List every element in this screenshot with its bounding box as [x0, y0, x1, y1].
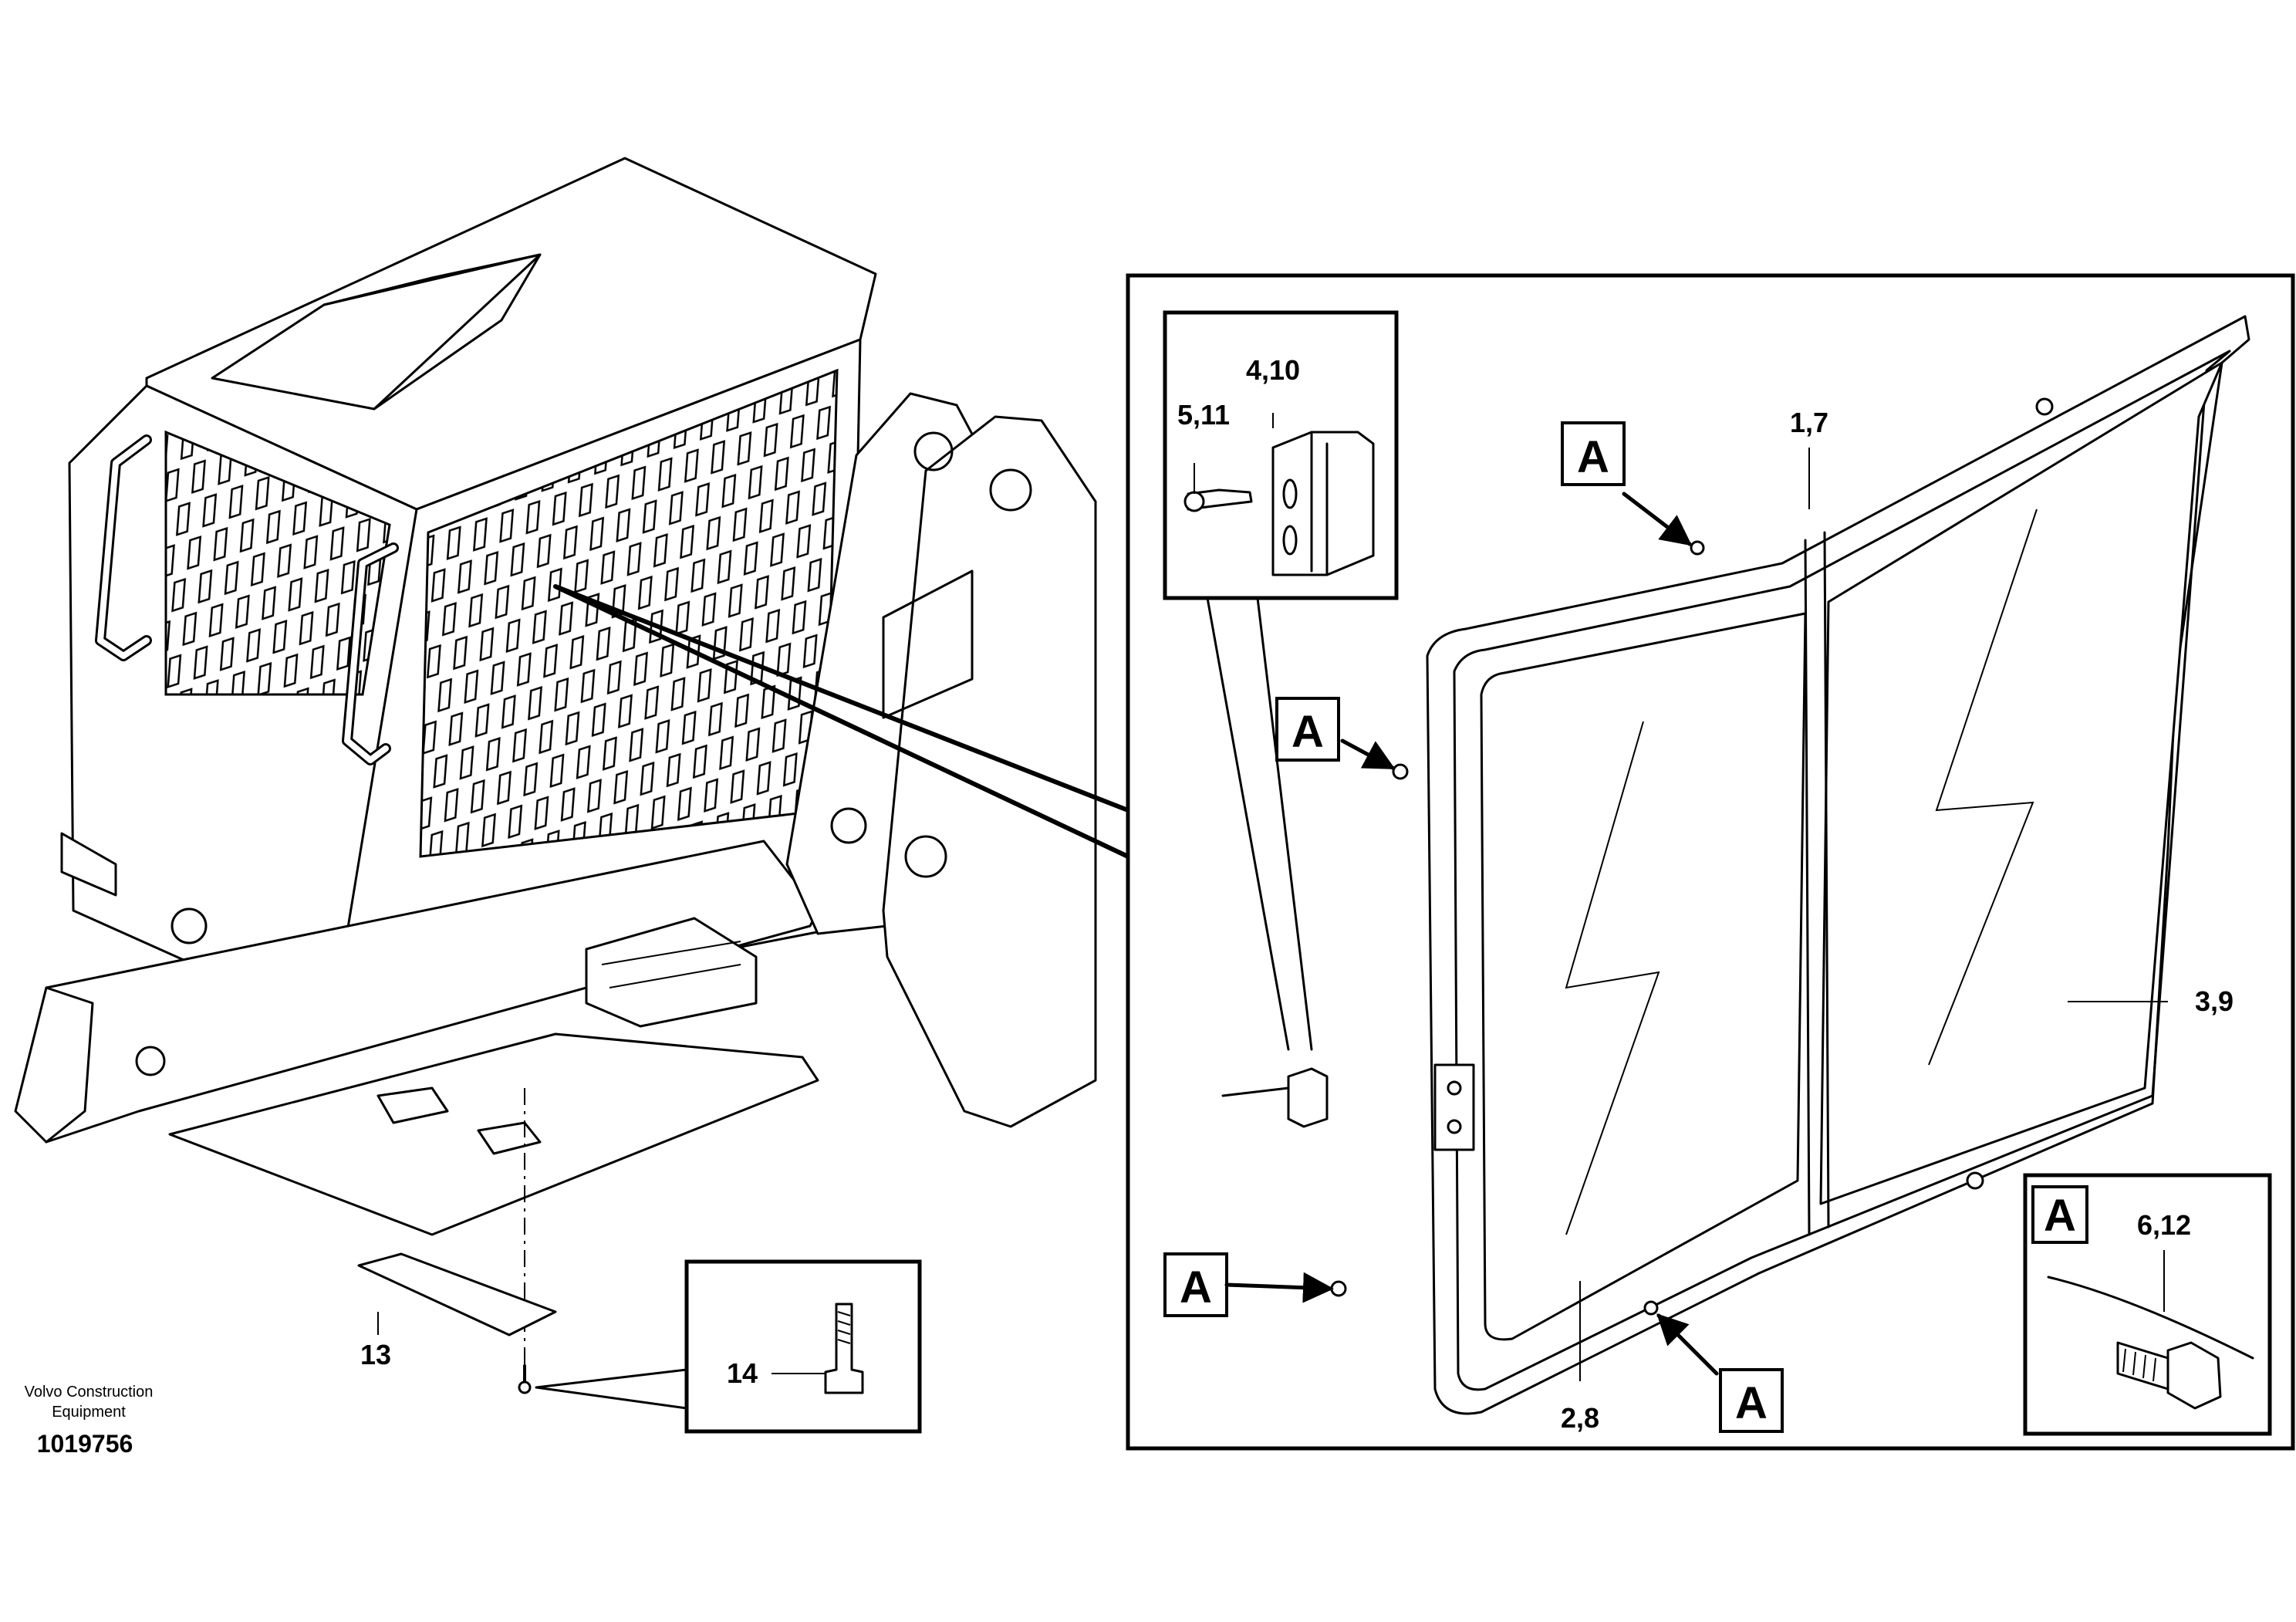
- a-tag-top-text: A: [1577, 432, 1609, 482]
- a-tag-lower: [1163, 1252, 1228, 1317]
- grille-detail-leader: [553, 584, 1130, 859]
- loader-arm: [785, 392, 1097, 1128]
- plate-cutout-1: [376, 1086, 449, 1124]
- manufacturer-line-2: Equipment: [52, 1404, 126, 1421]
- detail-14-box: [684, 1259, 922, 1434]
- sliding-divider: [1804, 531, 1830, 1236]
- window-detail-frame: [1126, 273, 2295, 1451]
- detail-14-frame: [684, 1259, 922, 1434]
- label-14: 14: [727, 1357, 758, 1389]
- plate-cutout-2: [477, 1121, 542, 1155]
- glass-pane-right: [1819, 361, 2223, 1205]
- glare-right: [1928, 509, 2038, 1066]
- top-rail-bolt: [2035, 397, 2054, 416]
- glare-left: [1565, 721, 1660, 1235]
- a-point-top: [1690, 540, 1705, 556]
- a-point-lower: [1330, 1280, 1347, 1297]
- wiring: [601, 941, 741, 988]
- a-tag-bottom: [1719, 1368, 1784, 1433]
- a-point-upper: [1392, 763, 1409, 780]
- label-6-12: 6,12: [2137, 1209, 2191, 1241]
- cab-rear-assembly: [14, 157, 877, 1381]
- cover-plate: [357, 1252, 557, 1336]
- frame-hole: [135, 1046, 166, 1076]
- clip-part-icon: [1271, 431, 1375, 576]
- a-point-bottom: [1643, 1300, 1659, 1316]
- clip-installed: [1287, 1067, 1329, 1128]
- a-tag-bottom-text: A: [1735, 1378, 1768, 1428]
- arm-pivot-upper: [989, 468, 1032, 512]
- lift-arm-front: [882, 415, 1097, 1128]
- arm-crossmember: [882, 569, 974, 719]
- part-14-screw: [518, 1364, 688, 1410]
- a-tag-top: [1561, 421, 1626, 486]
- flange-bolt-icon: [824, 1303, 864, 1394]
- label-5-11: 5,11: [1177, 399, 1230, 431]
- left-rear-pillar: [60, 832, 117, 897]
- label-1-7: 1,7: [1790, 407, 1828, 438]
- belly-plate: [168, 1032, 819, 1236]
- side-grille-mesh: [164, 430, 391, 696]
- arm-pivot-top: [913, 431, 954, 471]
- base-frame-edge: [45, 986, 94, 1144]
- detail-a-surface: [2047, 1276, 2254, 1360]
- drawing-number: 1019756: [37, 1430, 133, 1458]
- label-4-10: 4,10: [1246, 354, 1300, 386]
- bottom-rail-bolt: [1966, 1171, 1984, 1190]
- frame-bracket: [1433, 1063, 1475, 1151]
- roof-vent: [322, 253, 542, 411]
- detail-a-box-text: A: [2044, 1191, 2076, 1241]
- clip-detail-leader: [1206, 596, 1313, 1051]
- a-tag-lower-text: A: [1180, 1262, 1212, 1313]
- part-13-plate: [357, 1252, 557, 1336]
- detail-a-box-marker: [2031, 1185, 2088, 1244]
- manufacturer-line-1: Volvo Construction: [25, 1384, 154, 1401]
- a-tag-upper-text: A: [1292, 707, 1324, 757]
- screw-head: [518, 1380, 532, 1394]
- detail-14-leader: [535, 1368, 688, 1410]
- glass-pane-left: [1480, 612, 1807, 1341]
- window-frame-inner: [1453, 350, 2231, 1391]
- a-tag-upper: [1275, 697, 1340, 762]
- label-3-9: 3,9: [2195, 985, 2234, 1017]
- arm-pivot-low: [830, 807, 867, 844]
- arm-pivot-lower: [904, 835, 947, 878]
- label-2-8: 2,8: [1561, 1402, 1599, 1434]
- frame-boss: [171, 907, 208, 944]
- label-13: 13: [360, 1339, 391, 1370]
